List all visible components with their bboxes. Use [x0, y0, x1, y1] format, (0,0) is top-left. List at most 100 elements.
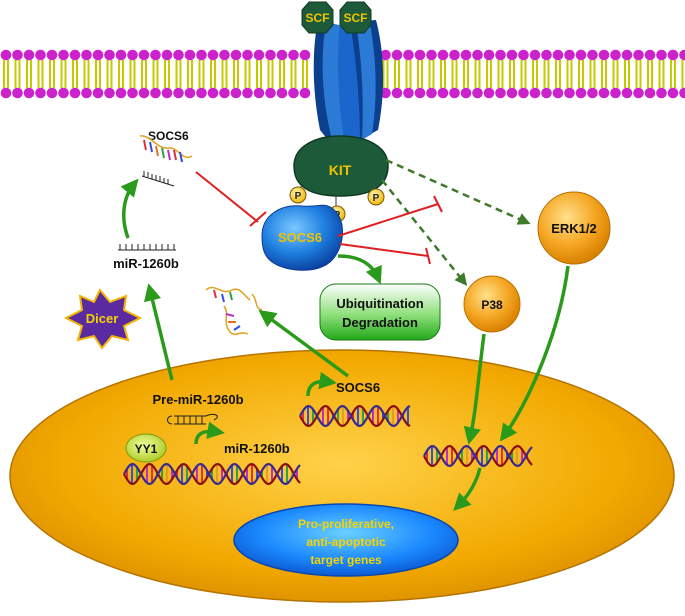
target-line2: anti-apoptotic [306, 535, 386, 549]
target-line1: Pro-proliferative, [298, 517, 394, 531]
lipid-head [138, 87, 150, 99]
lipid-head [541, 49, 552, 61]
arrow-nucleus-to-dicer [143, 283, 174, 381]
lipid-head [610, 49, 621, 61]
lipid-head [69, 87, 81, 99]
lipid-head [127, 87, 138, 99]
lipid-head [449, 49, 460, 61]
lipid-head [23, 49, 35, 61]
lipid-head [299, 49, 311, 61]
lipid-head [575, 87, 587, 99]
kit-kinase-domain: KIT [293, 135, 389, 197]
lipid-head [104, 49, 115, 61]
lipid-head [253, 49, 265, 61]
lipid-head [472, 49, 483, 61]
lipid-head [69, 49, 81, 61]
phosphate-1: P [289, 183, 307, 204]
lipid-head [460, 49, 472, 61]
lipid-head [518, 49, 529, 61]
socs6-mrna-label: SOCS6 [148, 129, 189, 143]
phosphate-3: P [367, 185, 385, 206]
lipid-head [184, 49, 196, 61]
dashed-kit-to-p38 [381, 179, 468, 286]
lipid-head [127, 49, 138, 61]
mature-mir-label: miR-1260b [113, 256, 179, 271]
lipid-head [495, 49, 506, 61]
dicer-label: Dicer [86, 311, 119, 326]
erk12-node: ERK1/2 [537, 191, 611, 265]
lipid-head [276, 49, 288, 61]
arrow-p38-to-dna [463, 333, 486, 445]
dicer-enzyme: Dicer [63, 288, 143, 350]
inhibit-socs6-to-erk [337, 203, 439, 237]
lipid-head [173, 49, 184, 61]
kit-signaling-dashed-arrows [381, 158, 531, 286]
lipid-head [529, 87, 541, 99]
lipid-head [575, 49, 587, 61]
dna-strand [299, 404, 411, 428]
arrow-socs6-gene-to-mrna [258, 309, 350, 378]
dna-strand [123, 462, 301, 486]
lipid-head [495, 87, 506, 99]
arrow-mir-to-mrna [120, 178, 139, 239]
lipid-head [391, 49, 403, 61]
dna-mir-1260b-gene [123, 462, 301, 486]
lipid-head [380, 87, 391, 99]
lipid-head [656, 49, 667, 61]
arrow-socs6-to-ubiquitination [337, 254, 382, 285]
lipid-head [265, 49, 276, 61]
lipid-head [81, 49, 92, 61]
mirna-bound [141, 171, 175, 187]
arrow-dna-to-target [453, 467, 482, 511]
lipid-head [587, 49, 598, 61]
phosphate-3-label: P [373, 193, 380, 204]
inhibit-mrna-bar [249, 211, 267, 227]
lipid-head [541, 87, 552, 99]
lipid-head [483, 87, 495, 99]
socs6-protein: SOCS6 [261, 204, 344, 271]
lipid-head [46, 49, 58, 61]
dna-socs6-gene [299, 404, 411, 428]
lipid-head [12, 49, 23, 61]
lipid-head [35, 87, 46, 99]
lipid-head [0, 87, 12, 99]
erk12-label: ERK1/2 [551, 221, 597, 236]
lipid-head [196, 49, 207, 61]
activation-arrows [120, 178, 570, 511]
dna-target-gene [423, 444, 533, 468]
arrow-yy1-promoter [194, 421, 225, 445]
lipid-head [161, 49, 173, 61]
lipid-head [299, 87, 311, 99]
lipid-head [138, 49, 150, 61]
lipid-head [437, 87, 449, 99]
lipid-head [92, 49, 104, 61]
lipid-head [196, 87, 207, 99]
lipid-head [288, 87, 299, 99]
inhibit-p38-bar [425, 247, 431, 265]
lipid-head [207, 87, 219, 99]
socs6-mrna-fragments [205, 286, 263, 336]
lipid-head [265, 87, 276, 99]
lipid-head [35, 49, 46, 61]
lipid-head [161, 87, 173, 99]
lipid-head [621, 49, 633, 61]
lipid-head [633, 87, 644, 99]
lipid-head [621, 87, 633, 99]
lipid-head [150, 87, 161, 99]
pre-mir-label: Pre-miR-1260b [152, 392, 243, 407]
lipid-head [506, 49, 518, 61]
socs6-mrna: SOCS6 [139, 129, 193, 163]
socs6-protein-label: SOCS6 [278, 230, 322, 245]
lipid-head [483, 49, 495, 61]
lipid-head [564, 49, 575, 61]
lipid-head [230, 87, 242, 99]
scf-label-right: SCF [344, 11, 368, 25]
kit-receptor [313, 20, 384, 150]
p38-label: P38 [481, 298, 503, 312]
lipid-head [414, 49, 426, 61]
arrow-erk-to-dna [499, 265, 570, 442]
lipid-head [242, 49, 253, 61]
lipid-head [426, 49, 437, 61]
lipid-head [587, 87, 598, 99]
